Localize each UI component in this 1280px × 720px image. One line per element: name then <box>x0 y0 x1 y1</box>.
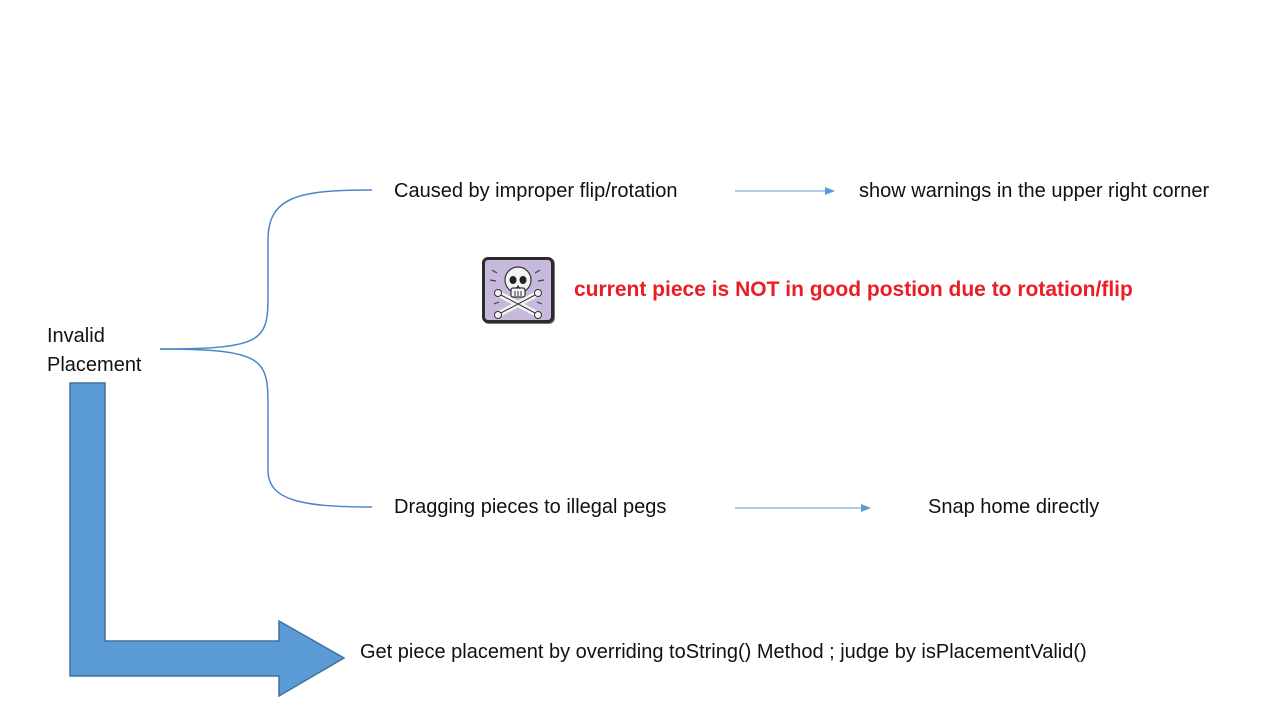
warning-message: current piece is NOT in good postion due… <box>574 278 1133 301</box>
result-show-warnings: show warnings in the upper right corner <box>859 180 1210 202</box>
method-description: Get piece placement by overriding toStri… <box>360 641 1087 663</box>
root-label-line2: Placement <box>47 354 142 376</box>
warning-example: current piece is NOT in good postion due… <box>482 256 1133 324</box>
root-label: Invalid Placement <box>47 322 142 380</box>
root-label-line1: Invalid <box>47 325 105 347</box>
bracket-top <box>159 189 373 350</box>
result-snap-home: Snap home directly <box>928 496 1100 518</box>
big-l-arrow <box>69 382 346 698</box>
bracket-bottom <box>159 348 373 508</box>
cause-illegal-pegs: Dragging pieces to illegal pegs <box>394 496 667 518</box>
skull-crossbones-icon <box>482 257 554 323</box>
cause-flip-rotation: Caused by improper flip/rotation <box>394 180 678 202</box>
